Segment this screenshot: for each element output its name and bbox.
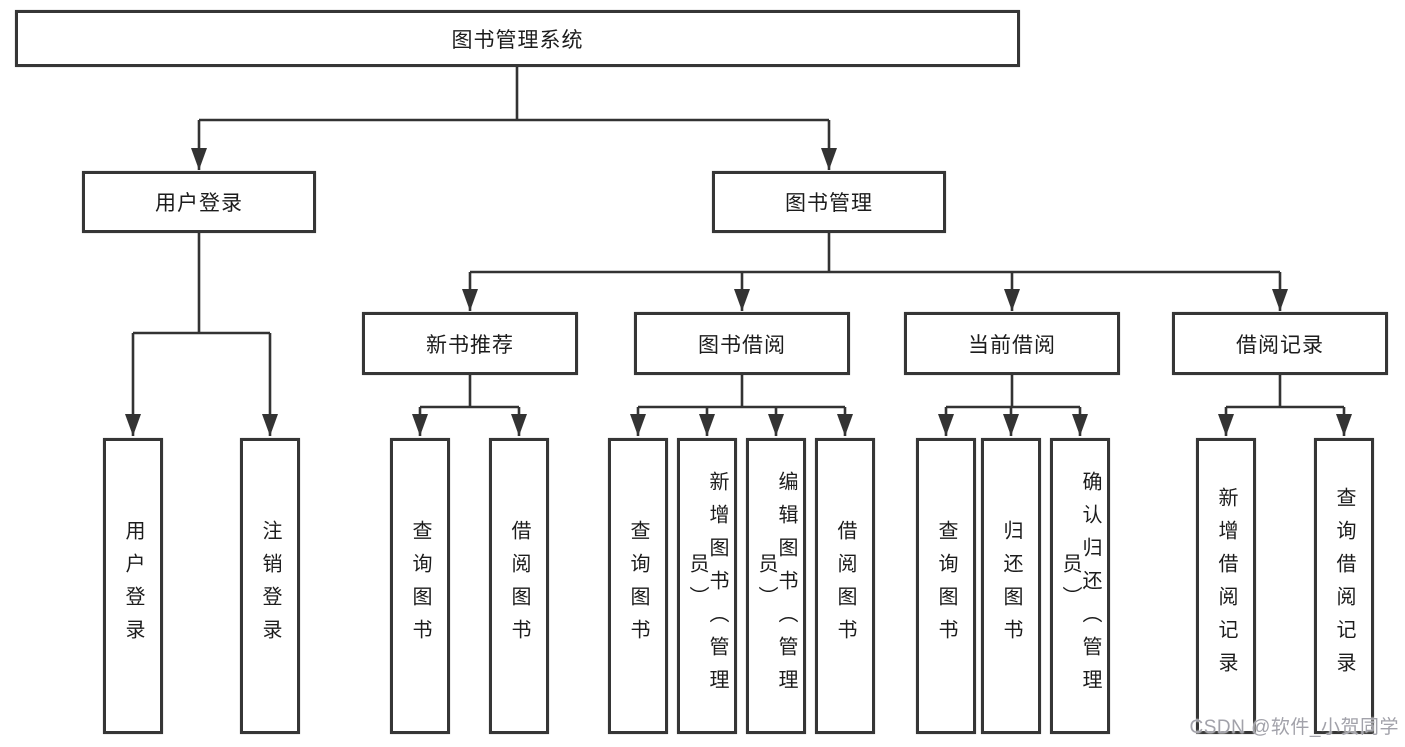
leaf-add-books-admin: 新增图书（管理员） <box>677 438 737 734</box>
node-library-system: 图书管理系统 <box>15 10 1020 67</box>
leaf-confirm-return-admin: 确认归还（管理员） <box>1050 438 1110 734</box>
node-new-book-recommend: 新书推荐 <box>362 312 578 375</box>
leaf-query-books-borrow: 查询图书 <box>608 438 668 734</box>
leaf-user-login: 用户登录 <box>103 438 163 734</box>
leaf-edit-books-admin: 编辑图书（管理员） <box>746 438 806 734</box>
leaf-logout: 注销登录 <box>240 438 300 734</box>
node-book-management: 图书管理 <box>712 171 946 233</box>
node-borrow-records: 借阅记录 <box>1172 312 1388 375</box>
leaf-borrow-books-recommend: 借阅图书 <box>489 438 549 734</box>
leaf-return-books: 归还图书 <box>981 438 1041 734</box>
node-book-borrow: 图书借阅 <box>634 312 850 375</box>
leaf-borrow-books: 借阅图书 <box>815 438 875 734</box>
leaf-query-books-current: 查询图书 <box>916 438 976 734</box>
leaf-query-books-recommend: 查询图书 <box>390 438 450 734</box>
node-current-borrow: 当前借阅 <box>904 312 1120 375</box>
leaf-add-borrow-record: 新增借阅记录 <box>1196 438 1256 734</box>
leaf-query-borrow-record: 查询借阅记录 <box>1314 438 1374 734</box>
node-user-login: 用户登录 <box>82 171 316 233</box>
csdn-watermark: CSDN @软件_小贺同学 <box>1189 717 1399 738</box>
